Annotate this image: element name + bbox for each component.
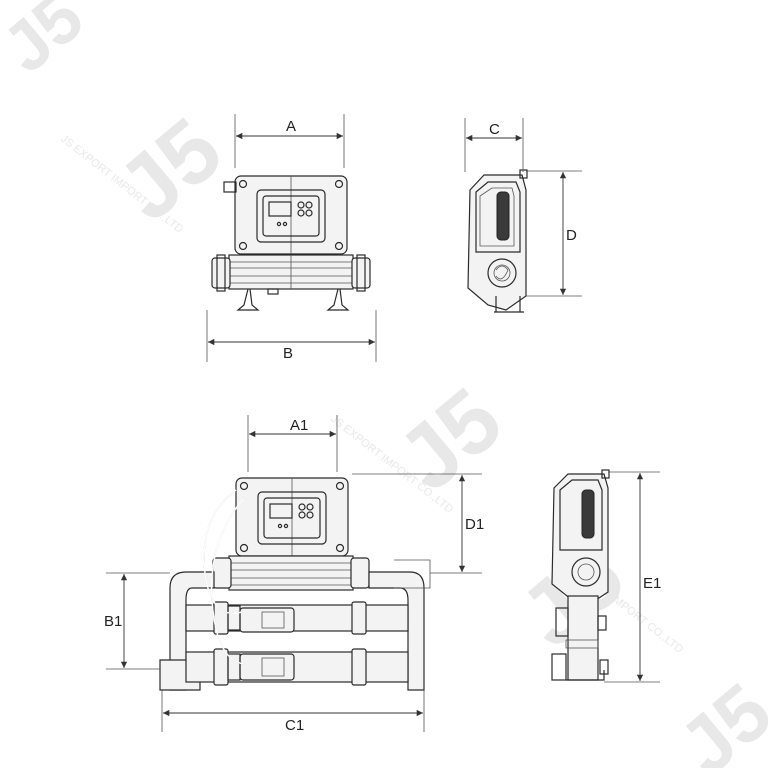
dimension-c: C	[464, 118, 524, 172]
label-a: A	[286, 118, 296, 135]
dimension-b1: B1	[104, 572, 170, 670]
dimension-a1: A1	[247, 415, 338, 472]
label-b: B	[283, 345, 293, 362]
dimension-a: A	[234, 114, 345, 168]
label-b1: B1	[104, 613, 122, 630]
assembly-front-view	[159, 477, 431, 691]
label-c1: C1	[285, 717, 304, 734]
watermark-logo-1: J5	[0, 0, 98, 87]
dimension-d1: D1	[352, 473, 484, 574]
label-d1: D1	[465, 516, 484, 533]
dimension-c1: C1	[161, 690, 425, 734]
side-view	[467, 169, 528, 313]
dimension-b: B	[206, 310, 377, 362]
assembly-side-view	[551, 469, 610, 681]
label-a1: A1	[290, 417, 308, 434]
label-e1: E1	[643, 575, 661, 592]
label-d: D	[566, 227, 577, 244]
front-view	[211, 175, 371, 311]
dimension-d: D	[526, 170, 582, 297]
dimension-e1: E1	[604, 471, 661, 683]
watermark-logo-3: J5	[380, 369, 521, 510]
watermark-logo-5: J5	[662, 666, 768, 768]
label-c: C	[489, 121, 500, 138]
